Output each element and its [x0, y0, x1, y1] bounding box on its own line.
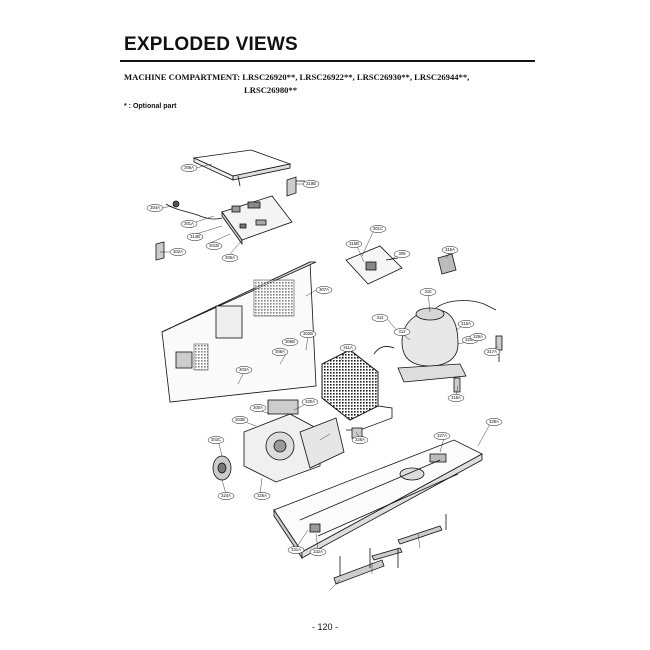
part-label: 324A	[217, 492, 235, 500]
base-rails	[333, 514, 447, 585]
svg-text:316A: 316A	[461, 321, 471, 326]
svg-text:303A: 303A	[239, 367, 249, 372]
title-rule	[120, 60, 535, 62]
svg-text:305B: 305B	[285, 339, 295, 344]
svg-text:315A: 315A	[445, 247, 455, 252]
part-label: 311A	[339, 344, 357, 352]
part-label: 302A	[169, 248, 187, 256]
fan-motor	[212, 455, 232, 481]
part-label: 313	[393, 328, 411, 336]
part-labels: 306A 319B 304A 301A 314B 301B 305A 302A …	[146, 164, 503, 556]
svg-text:305A: 305A	[225, 255, 235, 260]
part-label: 329A	[469, 333, 487, 341]
svg-text:315B: 315B	[349, 241, 359, 246]
part-label: 316A	[457, 320, 475, 328]
svg-text:301A: 301A	[184, 221, 194, 226]
part-label: 307A	[315, 286, 333, 294]
optional-part-note: * : Optional part	[124, 103, 177, 110]
fan-assembly	[243, 399, 345, 483]
part-label: 314B	[186, 233, 204, 241]
part-label: 332A	[309, 548, 327, 556]
svg-text:301B: 301B	[209, 243, 219, 248]
part-label: 305B	[281, 338, 299, 346]
svg-text:309: 309	[399, 251, 407, 256]
svg-text:325A: 325A	[257, 493, 267, 498]
part-label: 331A	[287, 546, 305, 554]
svg-text:330A: 330A	[305, 399, 315, 404]
part-label: 301C	[369, 225, 387, 233]
svg-text:319B: 319B	[306, 181, 316, 186]
relay-box	[345, 245, 403, 285]
svg-text:331A: 331A	[291, 547, 301, 552]
svg-text:302A: 302A	[173, 249, 183, 254]
overload-part	[437, 253, 457, 275]
svg-text:318A: 318A	[451, 395, 461, 400]
page-title: EXPLODED VIEWS	[124, 34, 298, 55]
svg-text:324A: 324A	[221, 493, 231, 498]
svg-text:302B: 302B	[303, 331, 313, 336]
compressor	[373, 300, 497, 393]
model-line-1: MACHINE COMPARTMENT: LRSC26920**, LRSC26…	[124, 72, 470, 82]
svg-text:311A: 311A	[343, 345, 353, 350]
part-label: 301B	[205, 242, 223, 250]
page-number: - 120 -	[311, 622, 338, 632]
svg-text:301C: 301C	[373, 226, 383, 231]
clip-part	[155, 241, 165, 261]
cover-plate	[192, 149, 292, 187]
small-bracket	[286, 176, 305, 197]
base-plate	[273, 439, 483, 560]
svg-text:306A: 306A	[184, 165, 194, 170]
part-label: 306A	[180, 164, 198, 172]
svg-text:327A: 327A	[437, 433, 447, 438]
part-label: 319B	[302, 180, 320, 188]
svg-text:332A: 332A	[313, 549, 323, 554]
back-panel	[161, 261, 317, 403]
part-label: 309	[393, 250, 411, 258]
svg-text:308A: 308A	[275, 349, 285, 354]
part-label: 325A	[253, 492, 271, 500]
svg-text:328A: 328A	[489, 419, 499, 424]
svg-text:313: 313	[399, 329, 407, 334]
svg-text:304A: 304A	[150, 205, 160, 210]
svg-text:310: 310	[425, 289, 433, 294]
main-pcb	[165, 195, 293, 246]
svg-text:329A: 329A	[473, 334, 483, 339]
model-line-2: LRSC26980**	[244, 85, 298, 95]
part-label: 302B	[299, 330, 317, 338]
svg-text:303B: 303B	[235, 417, 245, 422]
part-label: 305A	[221, 254, 239, 262]
svg-text:303C: 303C	[211, 437, 221, 442]
part-label: 312	[371, 314, 389, 322]
part-label: 328A	[485, 418, 503, 426]
part-label: 303C	[207, 436, 225, 444]
part-label: 326A	[351, 436, 369, 444]
part-label: 315A	[441, 246, 459, 254]
part-label: 303B	[231, 416, 249, 424]
part-label: 300A	[249, 404, 267, 412]
part-label: 303A	[235, 366, 253, 374]
svg-text:300A: 300A	[253, 405, 263, 410]
part-label: 308A	[271, 348, 289, 356]
part-label: 327A	[433, 432, 451, 440]
part-label: 330A	[301, 398, 319, 406]
svg-text:312: 312	[377, 315, 385, 320]
svg-text:326A: 326A	[355, 437, 365, 442]
part-label: 304A	[146, 204, 164, 212]
part-label: 315B	[345, 240, 363, 248]
part-label: 317A	[483, 348, 501, 356]
svg-text:307A: 307A	[319, 287, 329, 292]
svg-text:317A: 317A	[487, 349, 497, 354]
part-label: 301A	[180, 220, 198, 228]
condenser	[321, 349, 393, 431]
part-label: 310	[419, 288, 437, 296]
part-label: 318A	[447, 394, 465, 402]
svg-text:320A: 320A	[465, 337, 475, 342]
svg-text:314B: 314B	[190, 234, 200, 239]
